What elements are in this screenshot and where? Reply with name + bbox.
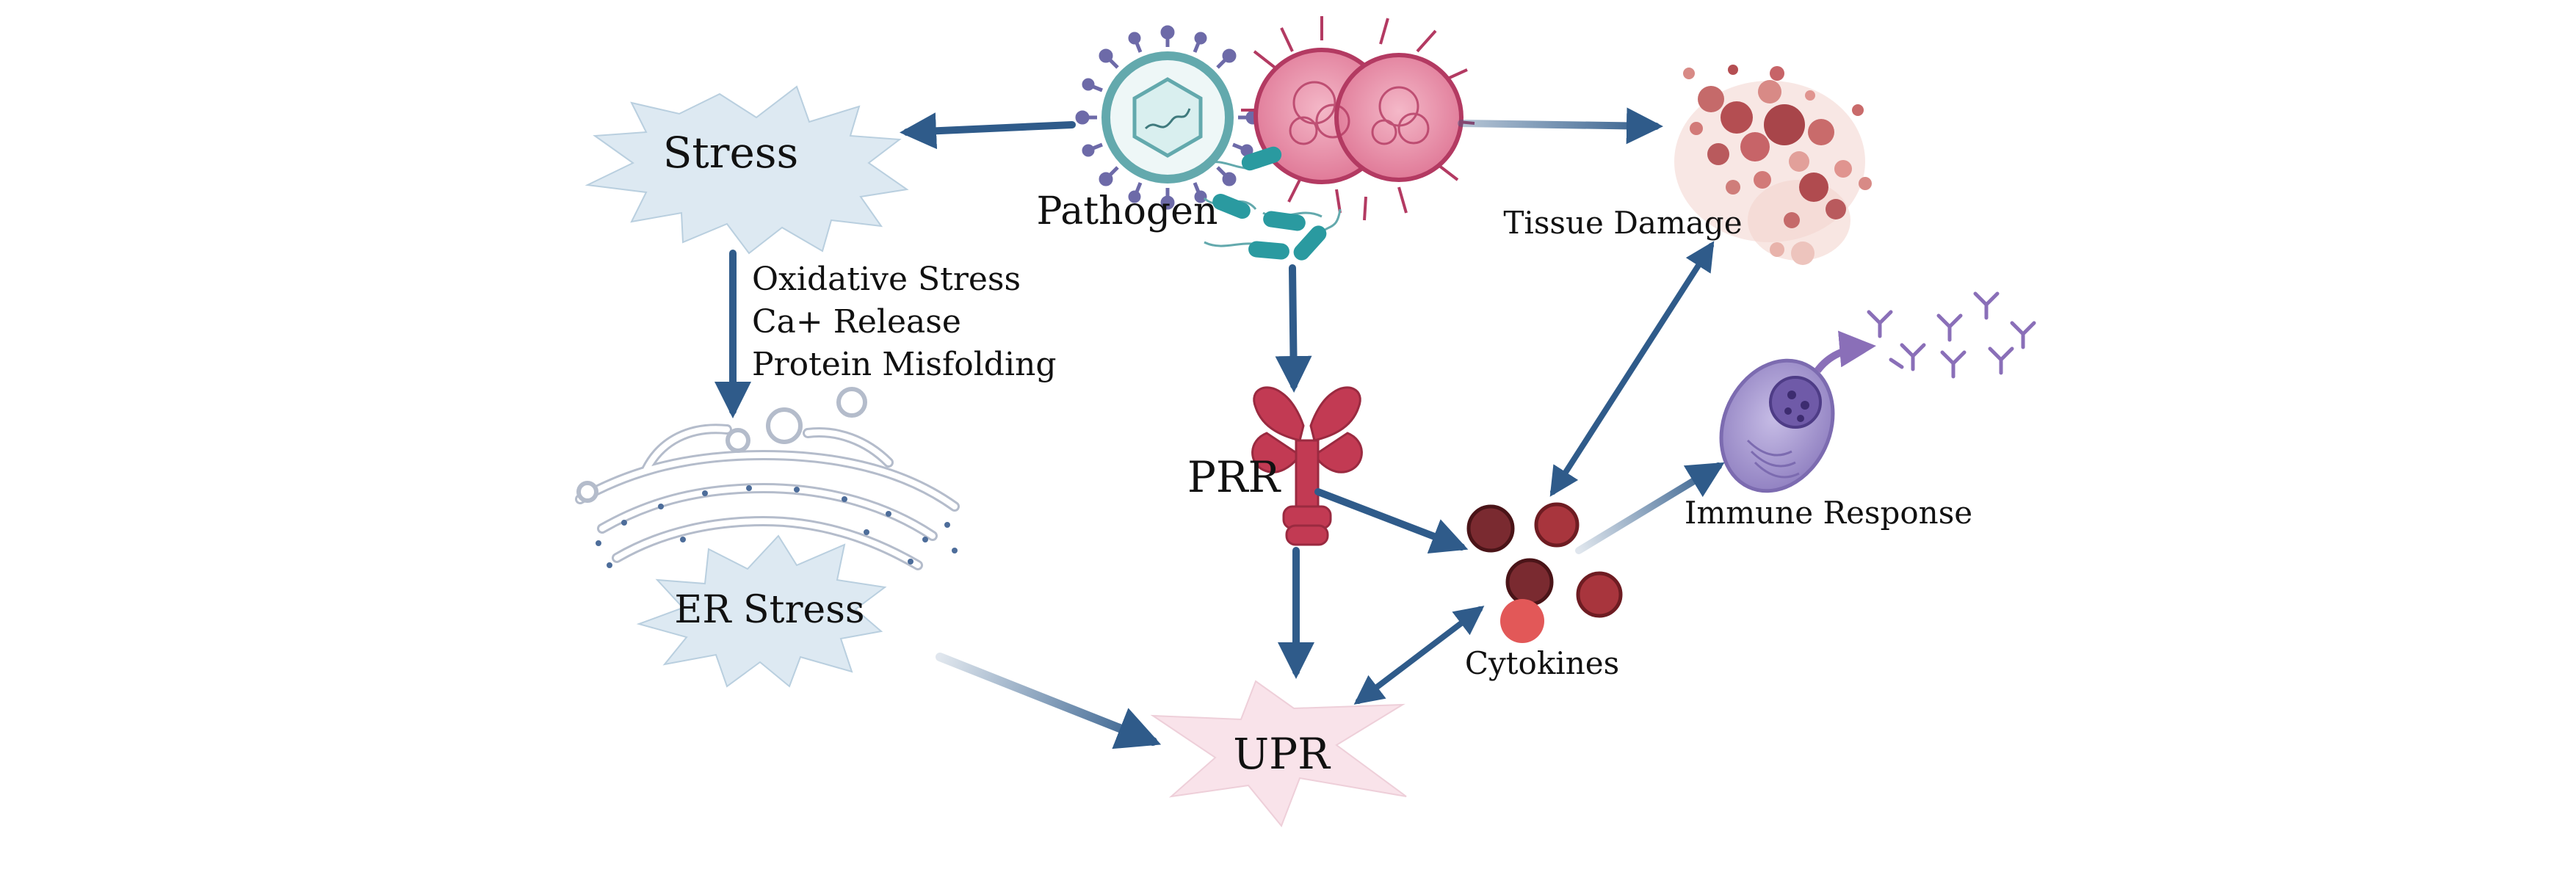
tissue-damage-node: Tissue Damage — [1503, 65, 1872, 265]
stress-node: Stress — [585, 85, 909, 255]
arrow-pathogen-to-prr — [1275, 264, 1312, 393]
cytokine-2 — [1534, 502, 1580, 548]
cytokine-5 — [1500, 599, 1544, 643]
cytokine-3 — [1505, 558, 1554, 606]
arrow-cytokines-tissue-bidirectional — [1549, 241, 1715, 497]
immune-response-node: Immune Response — [1685, 291, 2036, 531]
pathogen-label: Pathogen — [1037, 189, 1218, 233]
arrow-pathogen-to-tissue-damage — [1458, 107, 1663, 145]
arrows — [714, 107, 1725, 749]
cytokine-4 — [1576, 571, 1623, 618]
upr-node: UPR — [1150, 680, 1407, 827]
stress-effect-oxidative: Oxidative Stress — [752, 261, 1021, 298]
er-stress-starburst — [636, 534, 887, 688]
cytokines-node: Cytokines — [1465, 502, 1623, 681]
prr-label: PRR — [1187, 452, 1282, 502]
arrow-er-stress-to-upr — [936, 653, 1162, 749]
stress-effect-calcium: Ca+ Release — [752, 303, 961, 341]
er-vesicles — [576, 387, 867, 503]
arrow-pathogen-to-stress — [900, 112, 1076, 150]
arrow-prr-to-cytokines — [1314, 488, 1469, 553]
upr-label: UPR — [1233, 729, 1331, 779]
arrow-cytokines-to-immune-response — [1575, 462, 1725, 554]
bacilli-icon — [1203, 146, 1342, 261]
stress-effects-list: Oxidative Stress Ca+ Release Protein Mis… — [752, 261, 1057, 383]
antibodies-icon — [1867, 291, 2036, 379]
bacteria-icon — [1241, 16, 1475, 221]
stress-label: Stress — [663, 128, 799, 178]
er-stress-label: ER Stress — [674, 588, 864, 632]
er-ribosomes — [596, 485, 958, 568]
secretion-arrow — [1815, 330, 1876, 374]
er-membrane-inner — [577, 426, 958, 568]
tissue-damage-label: Tissue Damage — [1503, 205, 1742, 241]
er-stress-node: ER Stress — [575, 387, 960, 688]
stress-starburst — [585, 85, 909, 255]
prr-node: PRR — [1187, 386, 1363, 546]
pathogen-illustration: Pathogen — [1037, 16, 1475, 261]
arrow-cytokines-upr-bidirectional — [1353, 606, 1485, 705]
damaged-tissue-icon — [1674, 65, 1872, 265]
immune-response-label: Immune Response — [1685, 495, 1972, 531]
cytokines-label: Cytokines — [1465, 645, 1619, 681]
virus-icon — [1075, 25, 1260, 210]
plasma-cell-icon — [1719, 358, 1835, 493]
prr-receptor-icon — [1251, 386, 1363, 546]
stress-effect-misfolding: Protein Misfolding — [752, 346, 1057, 383]
cytokine-1 — [1466, 504, 1515, 553]
